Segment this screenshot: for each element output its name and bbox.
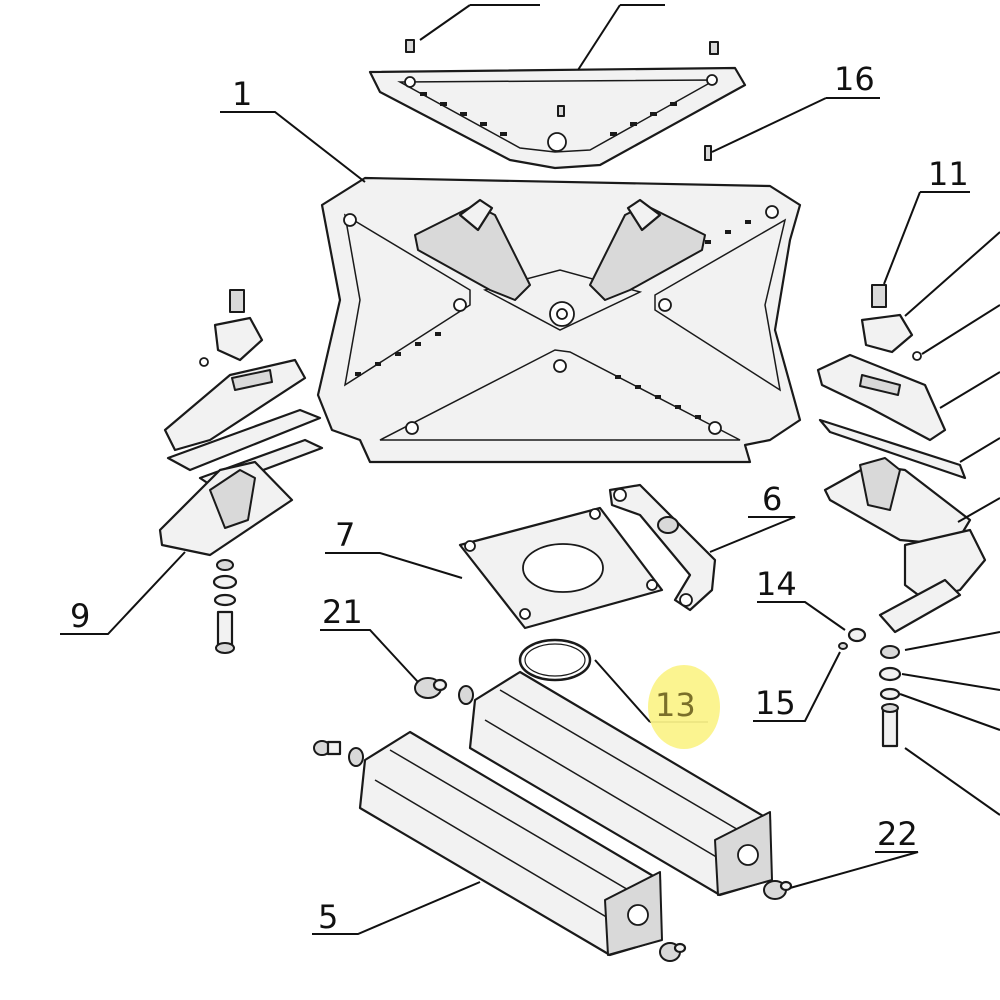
- o-ring-13: [518, 638, 592, 682]
- right-jaw-assembly: [816, 284, 987, 634]
- frame-jaw-left: [414, 198, 531, 301]
- top-screws: [405, 39, 719, 117]
- callout-1: 1: [232, 75, 252, 113]
- frame-jaw-right: [589, 198, 706, 301]
- fitting-bottom: [659, 942, 687, 962]
- callout-11: 11: [928, 155, 969, 193]
- top-triangular-plate: [368, 66, 747, 170]
- callout-labels: 1 16 11 6 7 9 14 21 13 15 22 5: [70, 60, 969, 936]
- square-plate-7: [458, 506, 664, 630]
- callout-14: 14: [756, 565, 797, 603]
- callout-13: 13: [655, 686, 696, 724]
- fitting-21: [414, 677, 448, 699]
- main-cross-frame: [316, 176, 802, 464]
- callout-15: 15: [755, 684, 796, 722]
- pin-16: [704, 145, 712, 161]
- lever-6: [608, 483, 717, 612]
- callout-16: 16: [834, 60, 875, 98]
- fitting-left: [313, 740, 342, 756]
- callout-7: 7: [335, 516, 355, 554]
- callout-9: 9: [70, 597, 90, 635]
- fitting-22: [763, 880, 793, 900]
- callout-22: 22: [877, 815, 918, 853]
- cylinder-lower: [348, 730, 663, 957]
- callout-5: 5: [318, 898, 338, 936]
- left-bolt-stack: [212, 559, 238, 654]
- right-washer-stack: [838, 627, 902, 748]
- callout-6: 6: [762, 480, 782, 518]
- leader-lines: [60, 4, 1000, 935]
- callout-13-highlight: [648, 665, 720, 749]
- cylinder-upper: [458, 670, 773, 897]
- left-jaw-assembly: [158, 289, 324, 557]
- callout-21: 21: [322, 593, 363, 631]
